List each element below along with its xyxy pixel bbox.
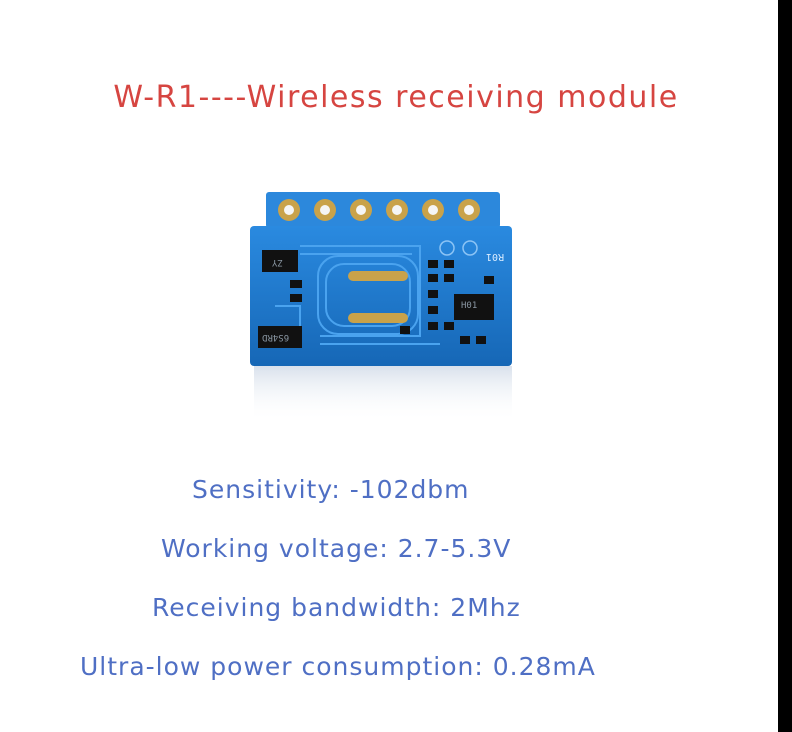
chip-left-bottom [258,326,302,348]
chip-right-label: H01 [461,301,478,311]
chip-right [454,294,494,320]
board-reflection [254,366,512,422]
antenna-pad-bottom [348,313,408,323]
page-title: W-R1----Wireless receiving module [113,80,679,115]
silk-marks [439,240,478,256]
chip-left-top [262,250,298,272]
antenna-pad-top [348,271,408,281]
smd-components [290,260,494,344]
spec-sensitivity: Sensitivity: -102dbm [192,475,470,504]
chip-left-bottom-label: 6S4RD [262,332,290,342]
right-edge-bar [778,0,792,732]
spec-working-voltage: Working voltage: 2.7-5.3V [161,534,512,563]
chip-left-top-label: ZY [272,257,283,267]
spec-power-consumption: Ultra-low power consumption: 0.28mA [80,652,596,681]
solder-pads [278,199,480,221]
spec-receiving-bandwidth: Receiving bandwidth: 2Mhz [152,593,521,622]
wireless-module-image [250,192,512,422]
board-silk-label: R01 [486,251,505,262]
